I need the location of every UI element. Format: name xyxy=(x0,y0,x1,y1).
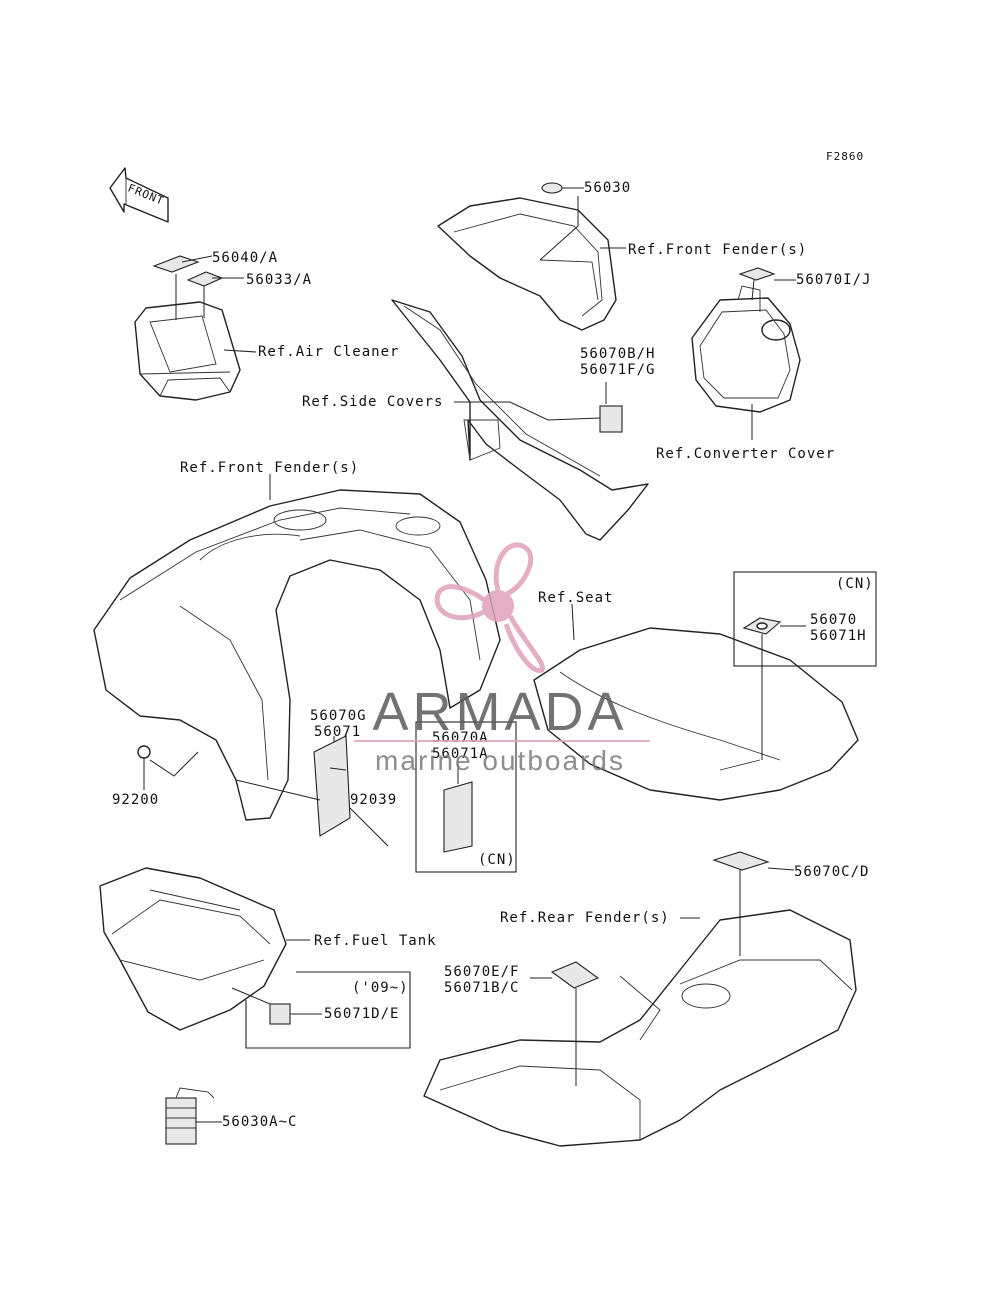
label-56040: 56040/A xyxy=(212,250,278,266)
sticker-56070bh xyxy=(599,405,623,433)
diagram-code: F2860 xyxy=(826,150,864,163)
part-92200 xyxy=(137,745,151,759)
front-fender-main xyxy=(93,489,501,821)
label-56030: 56030 xyxy=(584,180,631,196)
label-ref-converter-cover: Ref.Converter Cover xyxy=(656,446,835,462)
cn-box-center xyxy=(415,721,517,873)
front-fender-upper xyxy=(437,197,617,331)
sticker-56070g xyxy=(313,735,351,837)
label-year-09: ('09~) xyxy=(352,980,409,996)
label-56071de: 56071D/E xyxy=(324,1006,399,1022)
label-56070ef: 56070E/F xyxy=(444,964,519,980)
sticker-56030 xyxy=(541,182,563,194)
label-56070: 56070 xyxy=(810,612,857,628)
label-ref-fuel-tank: Ref.Fuel Tank xyxy=(314,933,437,949)
sticker-56070cd xyxy=(712,851,770,871)
watermark-tagline: marine outboards xyxy=(375,745,625,776)
label-56070cd: 56070C/D xyxy=(794,864,869,880)
label-56071: 56071 xyxy=(314,724,361,740)
label-56033: 56033/A xyxy=(246,272,312,288)
label-ref-rear-fender: Ref.Rear Fender(s) xyxy=(500,910,670,926)
label-56071a: 56071A xyxy=(432,746,489,762)
label-56071h: 56071H xyxy=(810,628,867,644)
label-ref-front-fender-top: Ref.Front Fender(s) xyxy=(628,242,807,258)
label-92039: 92039 xyxy=(350,792,397,808)
front-arrow-icon: FRONT xyxy=(109,167,169,223)
label-cn-right: (CN) xyxy=(836,576,874,592)
sticker-56070ij xyxy=(738,267,776,281)
fuel-tank-cover xyxy=(99,867,287,1031)
sticker-56033 xyxy=(186,271,224,287)
side-covers xyxy=(391,299,649,541)
label-ref-side-covers: Ref.Side Covers xyxy=(302,394,443,410)
propeller-logo-icon xyxy=(434,542,545,673)
sticker-56070a xyxy=(443,781,473,853)
air-cleaner-cover xyxy=(134,301,241,401)
label-ref-front-fender-main: Ref.Front Fender(s) xyxy=(180,460,359,476)
label-cn-center: (CN) xyxy=(478,852,516,868)
label-ref-air-cleaner: Ref.Air Cleaner xyxy=(258,344,399,360)
sticker-56071de xyxy=(269,1003,291,1025)
converter-cover xyxy=(691,285,801,413)
watermark: ARMADA marine outboards xyxy=(354,542,650,776)
label-56070g: 56070G xyxy=(310,708,367,724)
label-92200: 92200 xyxy=(112,792,159,808)
sticker-56070ef xyxy=(550,961,600,989)
label-56071fg: 56071F/G xyxy=(580,362,655,378)
label-ref-seat: Ref.Seat xyxy=(538,590,613,606)
seat xyxy=(533,627,859,801)
cn-box-right xyxy=(733,571,877,667)
year-box xyxy=(245,971,411,1049)
watermark-brand: ARMADA xyxy=(372,682,627,742)
sticker-56040 xyxy=(152,255,200,273)
rear-fender xyxy=(423,909,857,1147)
tag-56030ac xyxy=(165,1087,215,1145)
label-56071bc: 56071B/C xyxy=(444,980,519,996)
label-56030ac: 56030A~C xyxy=(222,1114,297,1130)
label-56070bh: 56070B/H xyxy=(580,346,655,362)
label-56070ij: 56070I/J xyxy=(796,272,871,288)
